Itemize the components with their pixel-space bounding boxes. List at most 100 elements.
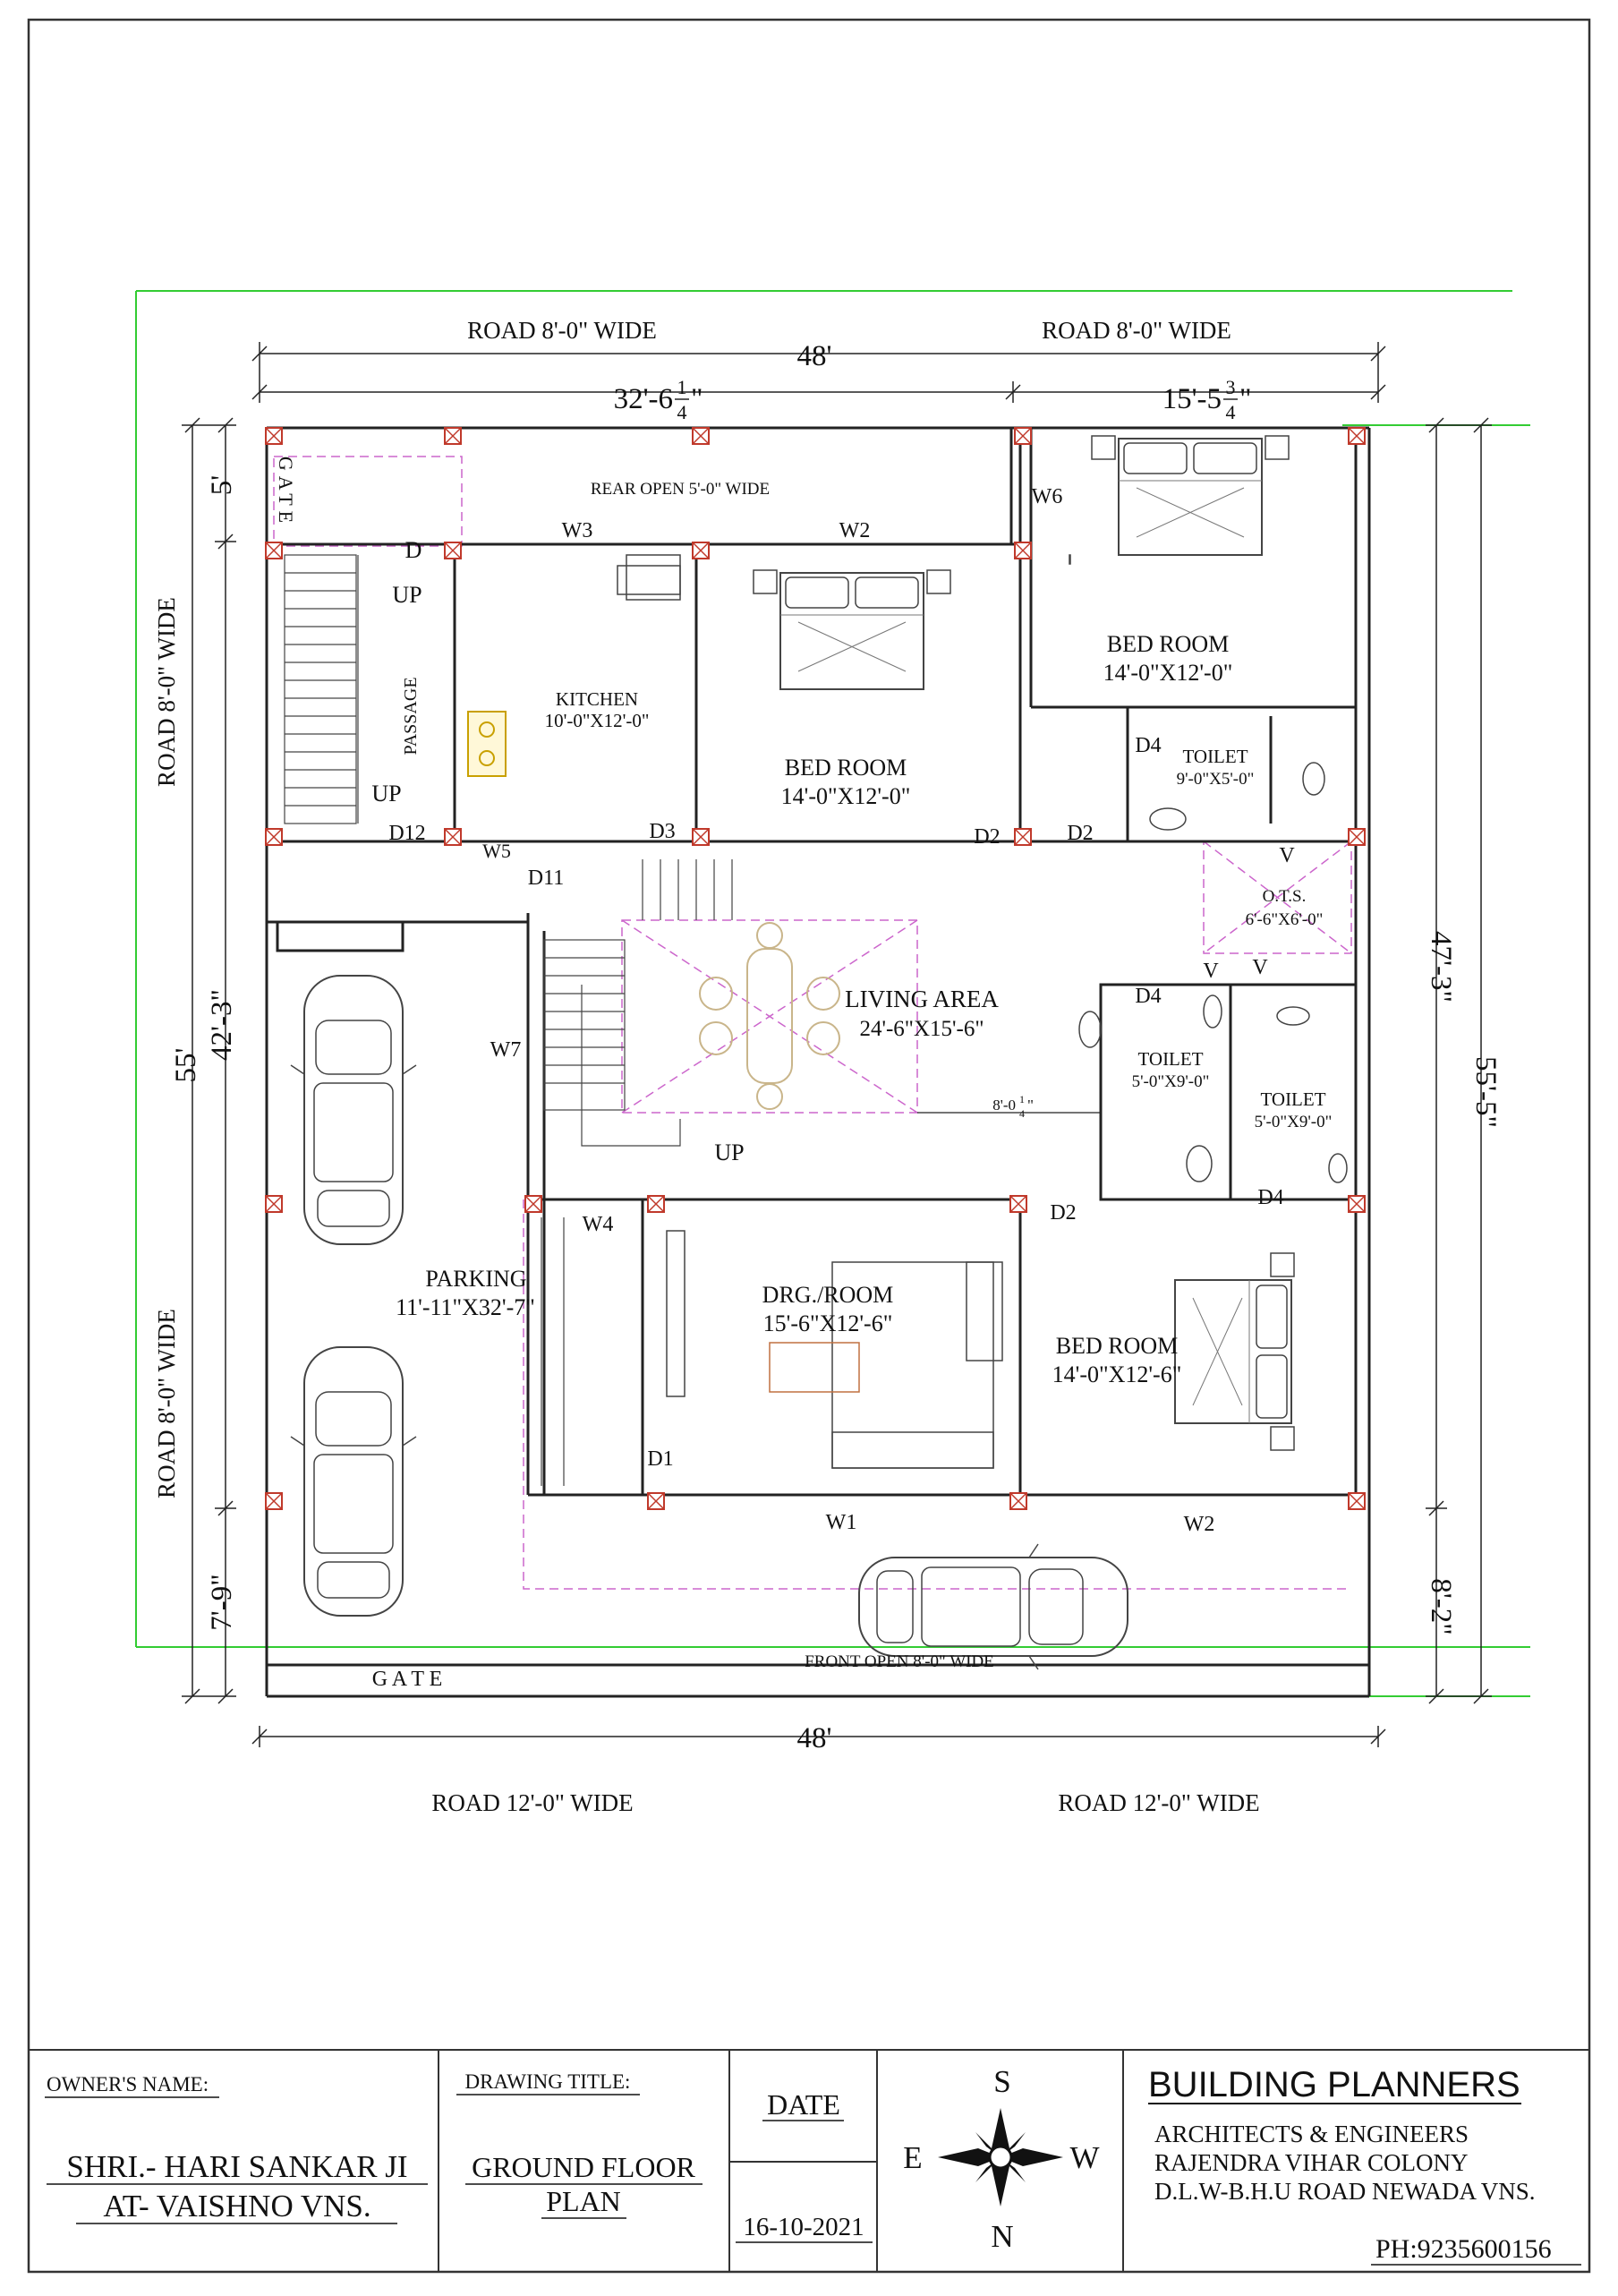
dim-right-bottom: 8'-2" (1425, 1578, 1457, 1635)
furniture (290, 435, 1348, 1670)
stair-up-2: UP (371, 781, 401, 807)
bed1-name: BED ROOM (785, 755, 907, 781)
compass-s: S (993, 2064, 1010, 2099)
structural-columns (265, 427, 1366, 1510)
door-d4b: D4 (1135, 985, 1161, 1008)
window-w4: W4 (583, 1213, 614, 1236)
door-d4a: D4 (1135, 734, 1161, 757)
dim-left-bottom: 7'-9" (206, 1574, 238, 1630)
dim-left-mid: 42'-3" (206, 989, 238, 1061)
date-value: 16-10-2021 (743, 2213, 864, 2241)
window-w5: W5 (482, 840, 511, 862)
door-d11: D11 (528, 866, 564, 890)
drawing-room-name: DRG./ROOM (762, 1282, 894, 1308)
dim-living-inner-whole: 8'-0 (992, 1097, 1016, 1114)
drawing-line2: PLAN (546, 2185, 621, 2217)
compass-n: N (991, 2219, 1013, 2254)
toilet2-name: TOILET (1137, 1048, 1203, 1070)
walls (265, 426, 1371, 1698)
gate-front-label: G A T E (372, 1668, 442, 1691)
drawing-label: DRAWING TITLE: (465, 2070, 631, 2093)
date-label: DATE (767, 2088, 840, 2121)
living-size: 24'-6"X15'-6" (859, 1017, 984, 1041)
door-d12: D12 (388, 822, 425, 845)
owner-label: OWNER'S NAME: (47, 2073, 209, 2095)
dining-set (699, 922, 840, 1110)
road-left-upper: ROAD 8'-0" WIDE (153, 597, 180, 787)
compass-rose-icon (938, 2108, 1063, 2206)
door-d1: D1 (647, 1447, 673, 1471)
door-d2a: D2 (974, 825, 1000, 849)
door-d2c: D2 (1050, 1201, 1076, 1225)
bed2-size: 14'-0"X12'-0" (1103, 660, 1233, 686)
compass-w: W (1069, 2140, 1099, 2175)
bed2-name: BED ROOM (1107, 631, 1230, 657)
dimension-lines (182, 342, 1492, 1747)
door-d4c: D4 (1257, 1186, 1283, 1209)
toilet3-size: 5'-0"X9'-0" (1255, 1113, 1333, 1131)
ots-size: 6'-6"X6'-0" (1246, 910, 1324, 929)
toilet1-size: 9'-0"X5'-0" (1177, 770, 1255, 789)
stair-up-3: UP (714, 1139, 744, 1165)
dim-top-left-num: 1 (677, 376, 687, 398)
bed3-size: 14'-0"X12'-6" (1052, 1361, 1182, 1387)
road-top-left: ROAD 8'-0" WIDE (467, 317, 657, 344)
dim-left-top: 5' (206, 475, 238, 495)
dim-top-right-inch: " (1239, 383, 1251, 415)
road-bottom-left: ROAD 12'-0" WIDE (431, 1789, 633, 1816)
bed3-name: BED ROOM (1056, 1333, 1179, 1359)
window-w6: W6 (1032, 485, 1063, 508)
staircase (284, 554, 733, 1486)
window-w2b: W2 (1184, 1513, 1215, 1536)
passage-label: PASSAGE (401, 677, 421, 755)
owner-line2: AT- VAISHNO VNS. (103, 2189, 370, 2223)
vent-v1: V (1279, 844, 1295, 867)
toilet1-name: TOILET (1182, 746, 1248, 767)
dim-top-right-den: 4 (1226, 401, 1236, 423)
compass-e: E (903, 2140, 922, 2175)
dashed-outlines (273, 456, 1352, 1590)
front-open-label: FRONT OPEN 8'-0" WIDE (805, 1652, 994, 1671)
dim-top-left-den: 4 (677, 401, 687, 423)
toilet2-size: 5'-0"X9'-0" (1132, 1072, 1210, 1091)
door-d2b: D2 (1067, 822, 1093, 845)
stair-up-1: UP (392, 582, 422, 608)
door-d3: D3 (649, 820, 675, 843)
road-bottom-right: ROAD 12'-0" WIDE (1058, 1789, 1259, 1816)
drawing-line1: GROUND FLOOR (472, 2151, 695, 2183)
parking-name: PARKING (425, 1266, 526, 1292)
kitchen-name: KITCHEN (556, 688, 638, 710)
firm-line3: D.L.W-B.H.U ROAD NEWADA VNS. (1154, 2178, 1536, 2205)
dim-living-inner-num: 1 (1019, 1093, 1025, 1105)
door-d-stair: D (405, 537, 422, 563)
dim-right-total: 55'-5" (1469, 1056, 1502, 1128)
dim-top-total: 48' (797, 340, 832, 372)
parking-size: 11'-11"X32'-7" (396, 1294, 535, 1320)
toilet3-name: TOILET (1260, 1088, 1325, 1110)
ots-name: O.T.S. (1263, 887, 1307, 906)
rear-open-label: REAR OPEN 5'-0" WIDE (591, 480, 770, 499)
firm-name: BUILDING PLANNERS (1148, 2065, 1520, 2104)
dim-top-right-num: 3 (1226, 376, 1236, 398)
vent-v2: V (1203, 960, 1219, 983)
window-w2a: W2 (839, 519, 871, 542)
dim-left-total: 55' (170, 1048, 202, 1083)
window-w1: W1 (826, 1511, 857, 1534)
vent-v3: V (1252, 956, 1268, 979)
dim-bottom-total: 48' (797, 1722, 832, 1754)
dim-top-left-whole: 32'-6 (614, 383, 673, 415)
kitchen-size: 10'-0"X12'-0" (545, 710, 650, 731)
dim-top-left-inch: " (691, 383, 703, 415)
title-block-frame (29, 2049, 1589, 2272)
bed1-size: 14'-0"X12'-0" (781, 783, 911, 809)
firm-line2: RAJENDRA VIHAR COLONY (1154, 2149, 1469, 2176)
window-w3: W3 (562, 519, 593, 542)
site-boundary (135, 290, 1530, 1697)
road-top-right: ROAD 8'-0" WIDE (1042, 317, 1231, 344)
firm-line1: ARCHITECTS & ENGINEERS (1154, 2121, 1469, 2147)
drawing-room-size: 15'-6"X12'-6" (763, 1310, 893, 1336)
sheet-border (27, 18, 1591, 2274)
dim-right-mid: 47'-3" (1425, 931, 1457, 1003)
window-w7: W7 (490, 1038, 522, 1062)
